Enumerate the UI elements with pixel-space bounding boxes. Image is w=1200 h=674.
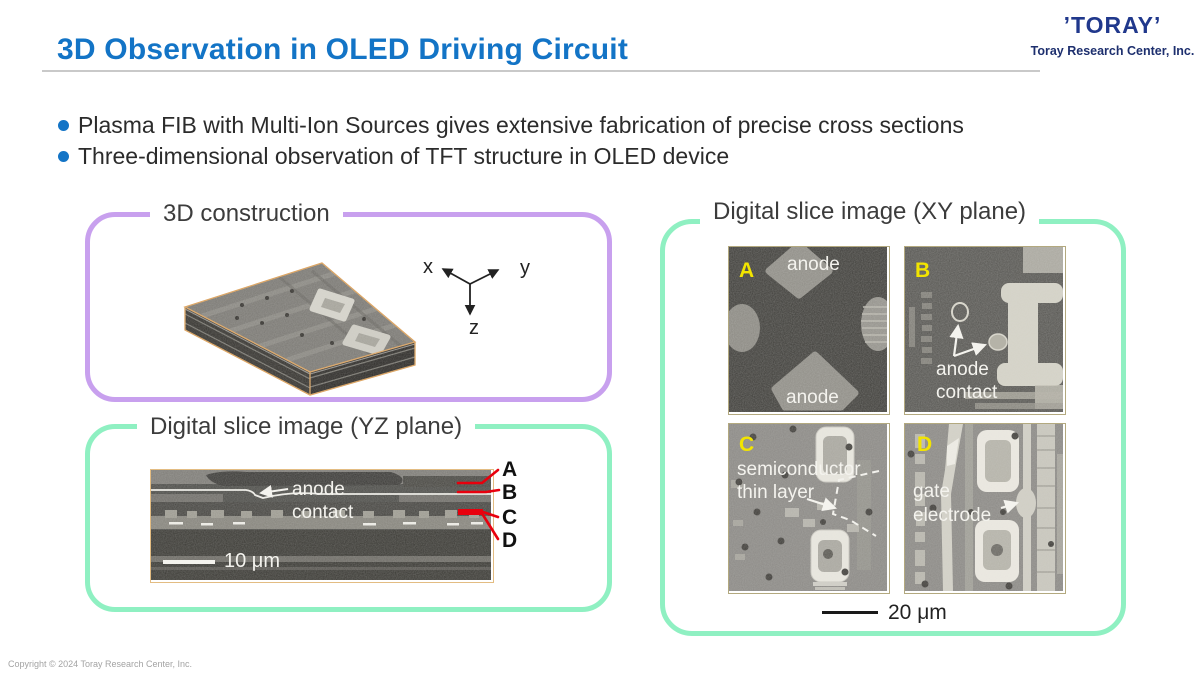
- yz-scale-label: 10 μm: [224, 550, 280, 572]
- slice-mark-a: A: [502, 458, 517, 481]
- xy-slice-b-label: B: [915, 259, 930, 282]
- panel-yz-slice-title: Digital slice image (YZ plane): [137, 412, 476, 442]
- axis-x-label: x: [423, 256, 433, 278]
- xy-slice-b-annotation-line1: anode: [936, 359, 989, 380]
- title-underline: [42, 70, 1040, 72]
- bullet-dot-icon: [58, 120, 69, 131]
- xy-slice-d: D gate electrode: [904, 423, 1066, 594]
- xy-slice-d-label: D: [917, 433, 932, 456]
- toray-brand-subtitle: Toray Research Center, Inc.: [1030, 44, 1195, 58]
- construction-3d-sem-image: [183, 262, 417, 396]
- slice-mark-c: C: [502, 506, 517, 529]
- axis-y-label: y: [520, 257, 530, 279]
- xy-slice-c-label: C: [739, 433, 754, 456]
- toray-logo: ’TORAY’ Toray Research Center, Inc.: [1030, 12, 1195, 58]
- yz-slice-marks: A B C D: [456, 458, 517, 552]
- xy-scale-label: 20 μm: [888, 601, 947, 624]
- xy-slice-a-annotation-bottom: anode: [786, 387, 839, 408]
- xy-slice-d-annotation-line1: gate: [913, 481, 950, 502]
- yz-sem-image: anode contact 10 μm: [150, 469, 494, 583]
- axis-z-label: z: [469, 317, 479, 339]
- bullet-dot-icon: [58, 151, 69, 162]
- slice-mark-b: B: [502, 481, 517, 504]
- bullet-text: Three-dimensional observation of TFT str…: [78, 143, 730, 169]
- xy-slice-c-annotation-line2: thin layer: [737, 482, 815, 503]
- bullet-item: Plasma FIB with Multi-Ion Sources gives …: [58, 110, 1148, 141]
- xy-slice-b: B anode contact: [904, 246, 1066, 415]
- bullet-item: Three-dimensional observation of TFT str…: [58, 141, 1148, 172]
- xy-slice-a-annotation-top: anode: [787, 254, 840, 275]
- slice-mark-d: D: [502, 529, 517, 552]
- yz-annotation-line2: contact: [292, 502, 354, 523]
- bullet-list: Plasma FIB with Multi-Ion Sources gives …: [58, 110, 1148, 172]
- xy-slice-c: C semiconductor thin layer: [728, 423, 890, 594]
- panel-3d-construction: [85, 212, 612, 402]
- xy-slice-d-annotation-line2: electrode: [913, 505, 991, 526]
- copyright-text: Copyright © 2024 Toray Research Center, …: [8, 659, 193, 669]
- yz-scalebar: [163, 560, 215, 564]
- xy-slice-a: A anode anode: [724, 241, 895, 415]
- yz-annotation-line1: anode: [292, 479, 345, 500]
- xy-scalebar: [822, 611, 878, 614]
- xy-slice-a-label: A: [739, 259, 754, 282]
- toray-brand-wordmark: ’TORAY’: [1063, 12, 1162, 38]
- panel-3d-construction-title: 3D construction: [150, 199, 343, 229]
- page-title: 3D Observation in OLED Driving Circuit: [57, 33, 629, 66]
- xy-slice-c-annotation-line1: semiconductor: [737, 459, 861, 480]
- panel-xy-slice-title: Digital slice image (XY plane): [700, 197, 1040, 227]
- xy-slice-b-annotation-line2: contact: [936, 382, 998, 403]
- bullet-text: Plasma FIB with Multi-Ion Sources gives …: [78, 112, 964, 138]
- axis-indicator: x y z: [423, 256, 530, 339]
